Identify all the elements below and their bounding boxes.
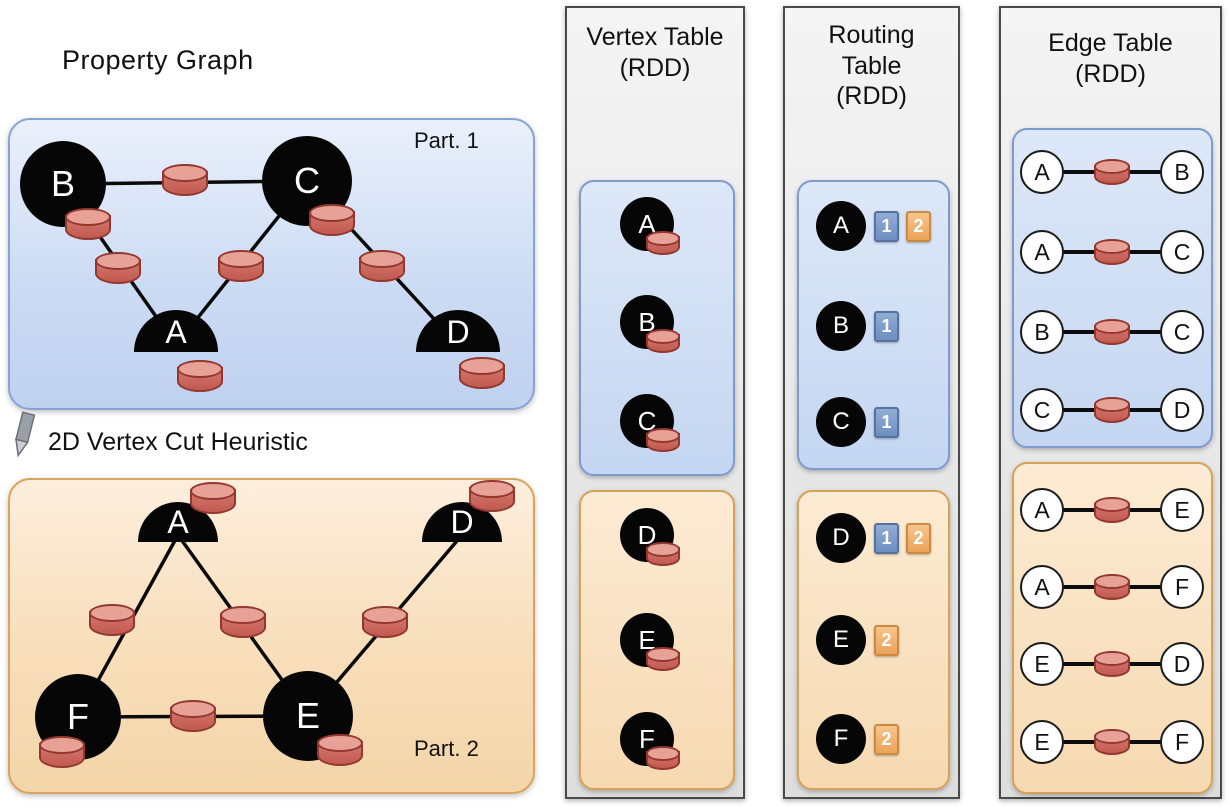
- vertex-property-cylinder-icon: [177, 360, 223, 393]
- edge-dst-vertex: F: [1160, 720, 1204, 764]
- edge-row-E-F: E F: [1020, 720, 1204, 764]
- vertex-property-cylinder-icon: [646, 647, 680, 672]
- edge-property-cylinder-icon: [170, 700, 216, 733]
- vertex-node: E: [816, 615, 866, 665]
- vertex-property-cylinder-icon: [309, 204, 355, 237]
- vertex-node: D: [816, 513, 866, 563]
- edge-row-A-E: A E: [1020, 488, 1204, 532]
- edge-row-B-C: B C: [1020, 310, 1204, 354]
- edge-property-cylinder-icon: [220, 606, 266, 639]
- vertex-table-entry-D: D: [620, 508, 680, 567]
- edge-property-cylinder-icon: [1094, 497, 1130, 523]
- vertex-table-entry-E: E: [620, 613, 680, 672]
- edge-src-vertex: A: [1020, 565, 1064, 609]
- vertex-table-entry-B: B: [620, 295, 680, 354]
- edge-src-vertex: E: [1020, 720, 1064, 764]
- vertex-table-title-line2: (RDD): [619, 53, 691, 82]
- edge-row-A-F: A F: [1020, 565, 1204, 609]
- vertex-node: A: [816, 201, 866, 251]
- edge-table-title: Edge Table (RDD): [1001, 28, 1220, 89]
- routing-entry-D: D 1 2: [816, 513, 936, 563]
- routing-table-title: Routing Table (RDD): [785, 20, 958, 112]
- edge-src-vertex: A: [1020, 150, 1064, 194]
- edge-table-title-line1: Edge Table: [1048, 29, 1173, 57]
- edge-table-column: Edge Table (RDD) A B A C B C C D: [999, 6, 1222, 799]
- routing-table-title-line3: (RDD): [836, 82, 907, 110]
- partition-2-badge: 2: [874, 625, 899, 656]
- vertex-table-title-line1: Vertex Table: [586, 23, 724, 51]
- vertex-node: F: [816, 714, 866, 764]
- routing-entry-A: A 1 2: [816, 201, 936, 251]
- edge-row-C-D: C D: [1020, 388, 1204, 432]
- routing-table-column: Routing Table (RDD) A 1 2 B 1 C 1 D 1 2 …: [783, 6, 960, 799]
- partition-2-badge: 2: [874, 724, 899, 755]
- partition-2-badge: 2: [906, 211, 931, 242]
- partition-2-badge: 2: [906, 523, 931, 554]
- edge-property-cylinder-icon: [1094, 319, 1130, 345]
- edge-property-cylinder-icon: [218, 250, 264, 283]
- routing-entry-B: B 1: [816, 301, 936, 351]
- edge-property-cylinder-icon: [1094, 397, 1130, 423]
- vertex-table-entry-C: C: [620, 394, 680, 453]
- vertex-property-cylinder-icon: [646, 746, 680, 771]
- edge-dst-vertex: B: [1160, 150, 1204, 194]
- vertex-property-cylinder-icon: [646, 428, 680, 453]
- edge-property-cylinder-icon: [359, 250, 405, 283]
- partition-1-badge: 1: [874, 407, 899, 438]
- edge-src-vertex: A: [1020, 230, 1064, 274]
- edge-table-title-line2: (RDD): [1075, 59, 1146, 88]
- routing-entry-E: E 2: [816, 615, 936, 665]
- edge-dst-vertex: C: [1160, 310, 1204, 354]
- routing-entry-F: F 2: [816, 714, 936, 764]
- vertex-node: B: [816, 301, 866, 351]
- routing-table-title-line1: Routing: [828, 21, 915, 49]
- vertex-table-entry-A: A: [620, 197, 680, 256]
- vertex-property-cylinder-icon: [190, 482, 236, 515]
- vertex-property-cylinder-icon: [646, 231, 680, 256]
- vertex-table-column: Vertex Table (RDD) A B C D E F: [565, 6, 745, 799]
- edge-dst-vertex: C: [1160, 230, 1204, 274]
- edge-property-cylinder-icon: [95, 252, 141, 285]
- edge-src-vertex: B: [1020, 310, 1064, 354]
- routing-table-title-line2: Table: [841, 51, 902, 80]
- edge-property-cylinder-icon: [362, 606, 408, 639]
- routing-entry-C: C 1: [816, 397, 936, 447]
- edge-property-cylinder-icon: [1094, 651, 1130, 677]
- property-graph-title: Property Graph: [62, 45, 254, 75]
- vertex-property-cylinder-icon: [39, 736, 85, 769]
- vertex-table-title: Vertex Table (RDD): [567, 22, 743, 83]
- vertex-property-cylinder-icon: [459, 357, 505, 390]
- partition-2-label: Part. 2: [414, 736, 479, 761]
- edge-property-cylinder-icon: [89, 604, 135, 637]
- edge-property-cylinder-icon: [1094, 239, 1130, 265]
- edge-dst-vertex: F: [1160, 565, 1204, 609]
- pencil-icon: [15, 411, 36, 458]
- edge-property-cylinder-icon: [1094, 159, 1130, 185]
- edge-dst-vertex: D: [1160, 642, 1204, 686]
- vertex-property-cylinder-icon: [469, 480, 515, 513]
- edge-property-cylinder-icon: [1094, 574, 1130, 600]
- edge-row-A-B: A B: [1020, 150, 1204, 194]
- partition-1-badge: 1: [874, 523, 899, 554]
- edge-row-E-D: E D: [1020, 642, 1204, 686]
- vertex-cut-heuristic-label: 2D Vertex Cut Heuristic: [48, 428, 308, 456]
- vertex-property-cylinder-icon: [646, 542, 680, 567]
- partition-1-label: Part. 1: [414, 128, 479, 153]
- vertex-property-cylinder-icon: [65, 208, 111, 241]
- vertex-property-cylinder-icon: [646, 329, 680, 354]
- edge-src-vertex: A: [1020, 488, 1064, 532]
- vertex-property-cylinder-icon: [317, 734, 363, 767]
- vertex-table-entry-F: F: [620, 712, 680, 771]
- edge-src-vertex: E: [1020, 642, 1064, 686]
- edge-dst-vertex: D: [1160, 388, 1204, 432]
- edge-src-vertex: C: [1020, 388, 1064, 432]
- edge-dst-vertex: E: [1160, 488, 1204, 532]
- partition-1-badge: 1: [874, 211, 899, 242]
- vertex-node: C: [816, 397, 866, 447]
- edge-row-A-C: A C: [1020, 230, 1204, 274]
- partition-1-badge: 1: [874, 311, 899, 342]
- edge-property-cylinder-icon: [1094, 729, 1130, 755]
- edge-property-cylinder-icon: [162, 164, 208, 197]
